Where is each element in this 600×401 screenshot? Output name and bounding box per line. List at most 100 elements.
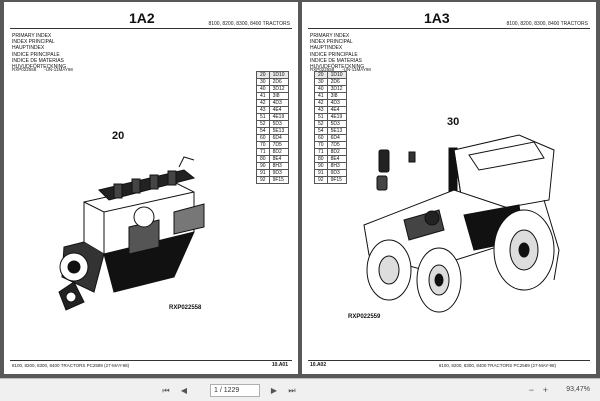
grid-reference: 2D6 xyxy=(326,78,347,86)
grid-reference: 8H3 xyxy=(268,162,289,170)
section-number: 54 xyxy=(256,127,270,135)
section-number: 43 xyxy=(314,106,328,114)
next-page-icon[interactable]: ▶ xyxy=(270,386,278,395)
section-number: 92 xyxy=(314,176,328,184)
section-number: 60 xyxy=(314,134,328,142)
index-title: INDICE PRINCIPALE xyxy=(310,51,358,58)
section-number: 40 xyxy=(314,85,328,93)
section-number: 91 xyxy=(314,169,328,177)
grid-reference: 4E19 xyxy=(326,113,347,121)
grid-reference: 5D3 xyxy=(326,120,347,128)
index-title: PRIMARY INDEX xyxy=(12,33,52,39)
first-page-icon[interactable]: ⏮ xyxy=(162,386,170,395)
grid-reference: 3I8 xyxy=(326,92,347,100)
index-title: INDICE DE MATERIAS xyxy=(12,57,64,64)
header-rule xyxy=(10,28,292,29)
grid-reference: 9F15 xyxy=(326,176,347,184)
zoom-in-icon[interactable]: + xyxy=(542,385,548,395)
section-number: 30 xyxy=(256,78,270,86)
reference-code: RXP022559 xyxy=(310,67,335,72)
page-code: 10.A02 xyxy=(310,362,327,368)
index-title: PRIMARY INDEX xyxy=(310,33,350,39)
section-number: 52 xyxy=(256,120,270,128)
grid-reference: 8E4 xyxy=(268,155,289,163)
grid-reference: 9F15 xyxy=(268,176,289,184)
grid-reference: 4E4 xyxy=(268,106,289,114)
section-number: 40 xyxy=(256,85,270,93)
reference-line: RXP022559-UN-11MAY98 xyxy=(310,67,379,72)
section-number: 90 xyxy=(314,162,328,170)
grid-reference: 4D3 xyxy=(326,99,347,107)
page-code: 10.A01 xyxy=(271,362,288,368)
section-number: 51 xyxy=(314,113,328,121)
engine-illustration xyxy=(58,156,205,311)
section-number: 71 xyxy=(314,148,328,156)
header-rule xyxy=(308,28,590,29)
grid-reference: 8D2 xyxy=(268,148,289,156)
viewer-toolbar: ⏮ ◀ 1 / 1229 ▶ ⏭ − + 93,47% xyxy=(0,378,600,401)
grid-reference: 6D4 xyxy=(268,134,289,142)
section-number: 42 xyxy=(256,99,270,107)
section-number: 20 xyxy=(256,71,270,79)
figure-number: 30 xyxy=(447,116,460,128)
section-number: 80 xyxy=(256,155,270,163)
zoom-out-icon[interactable]: − xyxy=(528,385,534,395)
section-number: 52 xyxy=(314,120,328,128)
grid-reference: 1D10 xyxy=(268,71,289,79)
previous-page-icon[interactable]: ◀ xyxy=(180,386,188,395)
index-title: HUVUDFÖRTECKNING xyxy=(12,64,67,71)
grid-reference: 7D5 xyxy=(268,141,289,149)
section-number: 42 xyxy=(314,99,328,107)
section-number: 92 xyxy=(256,176,270,184)
sheet-code: 1A2 xyxy=(129,10,155,26)
section-number: 41 xyxy=(256,92,270,100)
footer-rule xyxy=(308,360,590,361)
section-number: 60 xyxy=(256,134,270,142)
grid-reference: 4D3 xyxy=(268,99,289,107)
section-number: 71 xyxy=(256,148,270,156)
index-titles: PRIMARY INDEX INDEX PRINCIPAL HAUPTINDEX… xyxy=(310,33,364,70)
page-number-input[interactable]: 1 / 1229 xyxy=(210,384,260,397)
last-page-icon[interactable]: ⏭ xyxy=(288,386,296,395)
right-page: 1A3 8100, 8200, 8300, 8400 TRACTORS PRIM… xyxy=(302,2,596,374)
zoom-level[interactable]: 93,47% xyxy=(566,386,590,393)
section-number: 80 xyxy=(314,155,328,163)
footer-text: 8100, 8200, 8300, 8400 TRACTORS PC2589 (… xyxy=(438,363,556,368)
index-titles: PRIMARY INDEX INDEX PRINCIPAL HAUPTINDEX… xyxy=(12,33,66,70)
footer-rule xyxy=(10,360,292,361)
grid-reference: 3D12 xyxy=(326,85,347,93)
header-models: 8100, 8200, 8300, 8400 TRACTORS xyxy=(506,21,588,27)
section-number: 41 xyxy=(314,92,328,100)
index-title: HAUPTINDEX xyxy=(12,45,45,52)
section-number: 43 xyxy=(256,106,270,114)
